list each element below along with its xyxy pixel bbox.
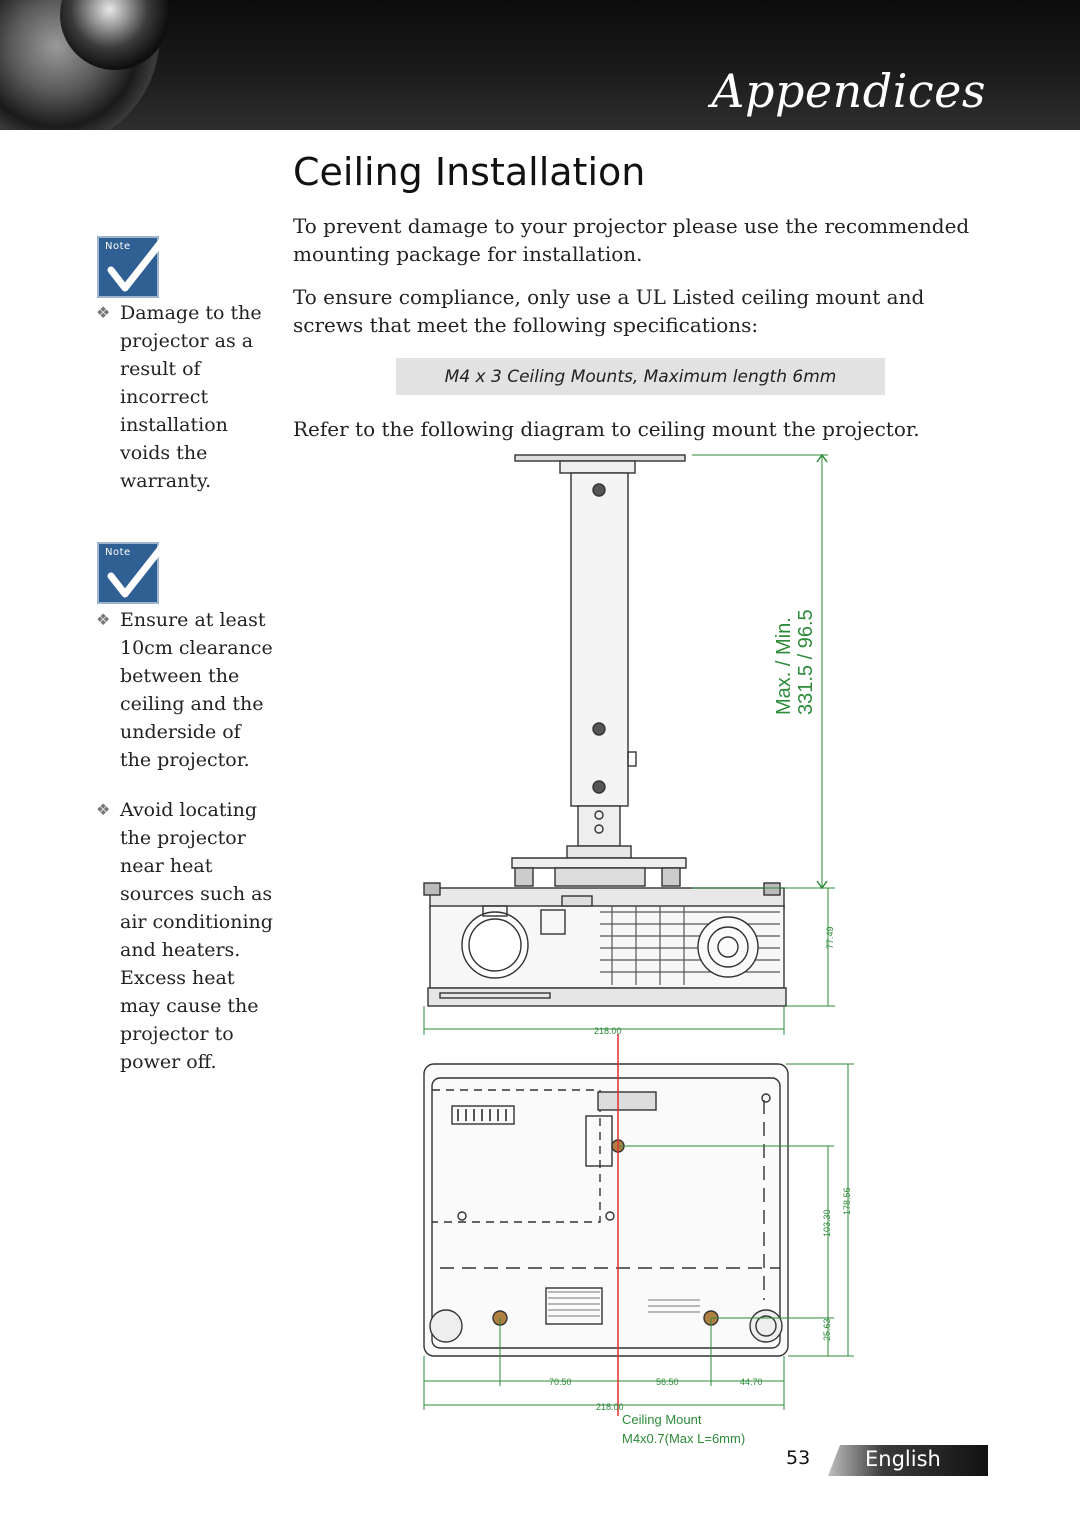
projector-bottom-view [423,1063,789,1357]
language-label: English [865,1447,941,1471]
note-item: ❖ Ensure at least 10cm clearance between… [96,606,276,774]
dim-depth-front: 25.63 [822,1318,832,1341]
diagram-paragraph: Refer to the following diagram to ceilin… [293,417,920,441]
lens-circle [461,911,529,979]
note-item: ❖ Damage to the projector as a result of… [96,299,276,495]
note-icon-label: Note [105,547,131,558]
page-number: 53 [786,1447,811,1469]
max-min-label: Max. / Min. [773,617,795,715]
dim-height: 77.49 [825,926,835,949]
dim-width-bottom: 218.00 [596,1402,624,1412]
spec-box: M4 x 3 Ceiling Mounts, Maximum length 6m… [396,358,885,395]
dim-x2: 56.50 [656,1377,679,1387]
diamond-bullet-icon: ❖ [96,303,111,322]
note-icon: Note [97,236,169,298]
page-title: Ceiling Installation [293,150,646,194]
note-text: Ensure at least 10cm clearance between t… [120,609,273,771]
mount-pole [570,472,629,807]
note-icon-label: Note [105,241,131,252]
intro-paragraph: To prevent damage to your projector plea… [293,214,970,266]
section-title: Appendices [711,64,986,118]
dim-width: 218.00 [594,1026,622,1036]
note-text: Avoid locating the projector near heat s… [120,799,273,1073]
note-text: Damage to the projector as a result of i… [120,302,262,492]
ceiling-plate [514,454,686,462]
checkmark-icon [107,238,169,292]
language-bar [828,1445,988,1476]
ceiling-mount-spec: M4x0.7(Max L=6mm) [622,1431,745,1446]
dim-depth-mount: 103.30 [822,1209,832,1237]
dim-x1: 70.50 [549,1377,572,1387]
note-icon: Note [97,542,169,604]
compliance-paragraph: To ensure compliance, only use a UL List… [293,285,925,337]
checkmark-icon [107,544,169,598]
max-min-values: 331.5 / 96.5 [795,609,817,715]
ceiling-mount-diagram: Max. / Min. 331.5 / 96.5 77.49 218.00 [423,453,854,1446]
dim-depth-total: 178.56 [842,1187,852,1215]
dim-x3: 44.70 [740,1377,763,1387]
diamond-bullet-icon: ❖ [96,610,111,629]
note-item: ❖ Avoid locating the projector near heat… [96,796,276,1076]
header-banner: Appendices [0,0,1080,130]
ceiling-mount-label: Ceiling Mount [622,1412,702,1427]
diamond-bullet-icon: ❖ [96,800,111,819]
